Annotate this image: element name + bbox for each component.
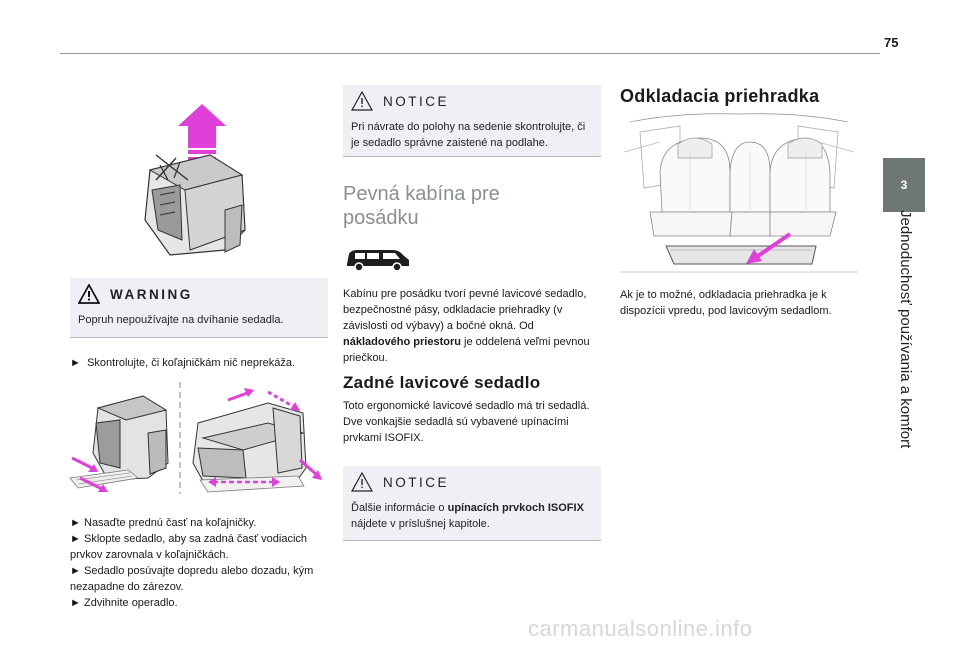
warning-icon	[78, 284, 100, 304]
chapter-tab[interactable]: 3	[883, 158, 925, 212]
chapter-label: Jednoduchosť používania a komfort	[897, 210, 914, 449]
seat-rails-illustration	[69, 382, 322, 494]
bench-text: Toto ergonomické lavicové sedadlo má tri…	[343, 400, 590, 444]
warning-box: WARNING Popruh nepoužívajte na dvíhanie …	[70, 278, 328, 338]
step-check-text: Skontrolujte, či koľajničkám nič nepreká…	[87, 357, 296, 369]
seat-lift-illustration	[144, 104, 246, 256]
storage-text: Ak je to možné, odkladacia priehradka je…	[620, 289, 832, 317]
warning-text: Popruh nepoužívajte na dvíhanie sedadla.	[78, 314, 284, 326]
notice-icon	[351, 472, 373, 492]
notice-title-row: NOTICE	[351, 472, 593, 492]
bullet-arrow: ►	[70, 357, 81, 369]
notice-box-1: NOTICE Pri návrate do polohy na sedenie …	[343, 85, 601, 157]
bullet-arrow: ►	[70, 565, 81, 577]
step-check: ► Skontrolujte, či koľajničkám nič nepre…	[70, 355, 328, 371]
page-number: 75	[884, 35, 899, 50]
step-item: ►Zdvihnite operadlo.	[70, 597, 178, 609]
warning-title: WARNING	[110, 286, 193, 302]
chapter-label-container: Jednoduchosť používania a komfort	[894, 210, 914, 510]
section-title-cab: Pevná kabína pre posádku	[343, 183, 500, 229]
step-item: ►Nasaďte prednú časť na koľajničky.	[70, 517, 257, 529]
notice-title: NOTICE	[383, 93, 450, 109]
notice-text: Ďalšie informácie o upínacích prvkoch IS…	[351, 502, 584, 530]
section-title-storage: Odkladacia priehradka	[620, 86, 820, 106]
steps-list: ►Nasaďte prednú časť na koľajničky. ►Skl…	[70, 515, 328, 611]
notice-box-2: NOTICE Ďalšie informácie o upínacích prv…	[343, 466, 601, 541]
notice-text: Pri návrate do polohy na sedenie skontro…	[351, 121, 586, 149]
step-item: ►Sedadlo posúvajte dopredu alebo dozadu,…	[70, 565, 314, 593]
cab-text: Kabínu pre posádku tvorí pevné lavicové …	[343, 288, 590, 364]
cab-text-bold: nákladového priestoru	[343, 336, 461, 348]
warning-title-row: WARNING	[78, 284, 320, 304]
bullet-arrow: ►	[70, 597, 81, 609]
watermark: carmanualsonline.info	[528, 616, 753, 641]
van-icon	[347, 250, 409, 272]
notice-title-row: NOTICE	[351, 91, 593, 111]
notice-title: NOTICE	[383, 474, 450, 490]
header-rule	[60, 53, 880, 54]
section-title-bench: Zadné lavicové sedadlo	[343, 373, 541, 392]
notice-icon	[351, 91, 373, 111]
bullet-arrow: ►	[70, 533, 81, 545]
step-item: ►Sklopte sedadlo, aby sa zadná časť vodi…	[70, 533, 308, 561]
storage-compartment-illustration	[620, 112, 858, 274]
bullet-arrow: ►	[70, 517, 81, 529]
